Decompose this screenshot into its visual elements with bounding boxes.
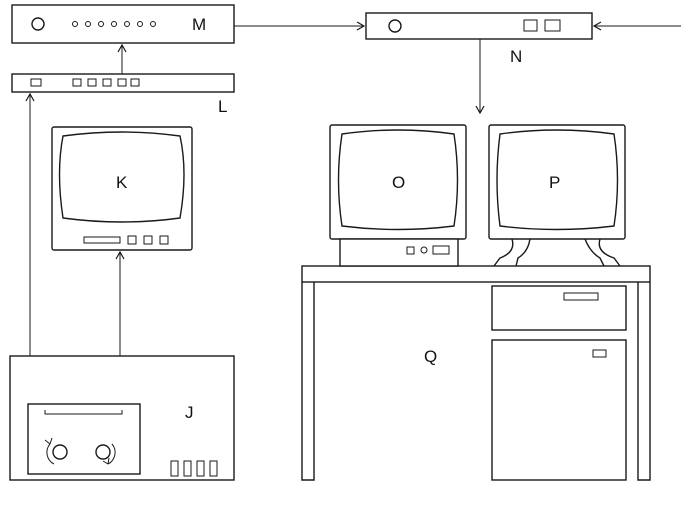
player-j: J (10, 356, 234, 480)
device-l: L (12, 74, 234, 116)
monitor-o: O (330, 125, 466, 266)
desk-q: Q (302, 266, 650, 480)
label-q: Q (424, 347, 437, 366)
device-m: M (12, 5, 234, 43)
label-l: L (218, 97, 227, 116)
label-p: P (549, 173, 560, 192)
label-k: K (116, 173, 128, 192)
cpu-unit (340, 239, 458, 266)
label-o: O (392, 173, 405, 192)
label-j: J (185, 403, 194, 422)
label-n: N (510, 47, 522, 66)
device-n: N (366, 13, 592, 66)
monitor-p: P (489, 125, 625, 266)
monitor-k: K (52, 127, 192, 250)
label-m: M (192, 15, 206, 34)
